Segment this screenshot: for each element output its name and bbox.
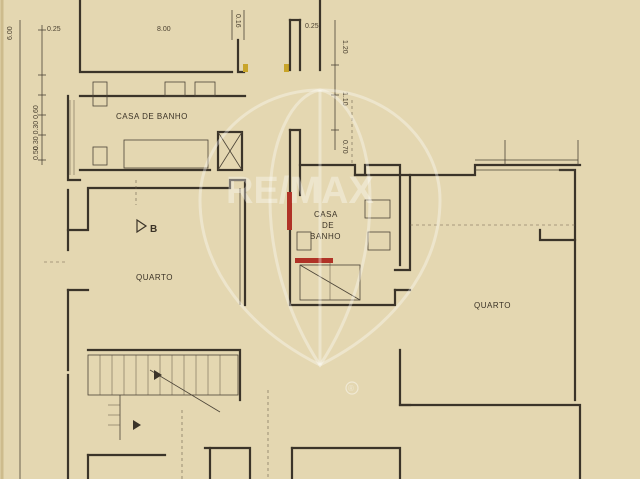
bedroom-left — [44, 178, 247, 372]
dim-right-mid-b: 0.70 — [341, 140, 348, 154]
bathroom-top — [66, 81, 247, 182]
staircase — [66, 348, 242, 479]
dim-left-small: 0.50 — [33, 146, 40, 160]
bedroom-left-label: QUARTO — [136, 273, 173, 282]
bathroom-mid-label-3: BANHO — [310, 232, 341, 241]
top-left-room — [78, 0, 246, 74]
yellow-marker-right — [284, 64, 289, 72]
red-marker-vertical — [287, 192, 292, 230]
bathroom-top-label: CASA DE BANHO — [116, 112, 188, 121]
bathroom-mid-label-2: DE — [322, 221, 334, 230]
red-marker-horizontal — [295, 258, 333, 263]
dim-top-room-width: 8.00 — [157, 26, 171, 33]
remax-watermark: RE/MAX ® — [198, 88, 442, 395]
top-center-wall — [288, 0, 322, 72]
dim-left-wall-b: 0.16 — [234, 14, 241, 28]
watermark-registered: ® — [348, 384, 354, 393]
bathroom-mid-label-1: CASA — [314, 210, 338, 219]
dim-left-edge: 6.00 — [7, 26, 14, 40]
dim-right-top-b: 1.20 — [341, 40, 348, 54]
dim-right-mid-a: 1.10 — [341, 92, 348, 106]
dim-left-stack: 0.30 0.30 0.60 — [33, 105, 40, 150]
dim-left-wall-a: 0.25 — [47, 26, 61, 33]
service-shaft — [216, 130, 244, 172]
dim-right-top-a: 0.25 — [305, 23, 319, 30]
watermark-text: RE/MAX — [226, 170, 374, 212]
bedroom-right-label: QUARTO — [474, 301, 511, 310]
yellow-marker-left — [243, 64, 248, 72]
bottom-walls — [181, 390, 402, 479]
dimension-lines — [19, 20, 353, 479]
section-mark-label: B — [150, 224, 158, 235]
bedroom-right — [393, 140, 582, 479]
